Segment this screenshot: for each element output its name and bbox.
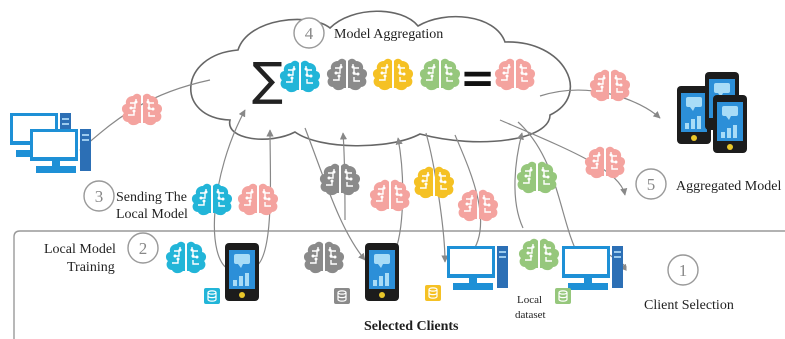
brain-icon bbox=[589, 69, 631, 102]
step-1-label: Client Selection bbox=[644, 298, 734, 313]
brain-icon bbox=[319, 163, 361, 196]
step-4-number: 4 bbox=[305, 24, 314, 43]
local-dataset-label-line1: Local bbox=[517, 294, 542, 306]
desktop-icon bbox=[30, 129, 91, 173]
step-2-label-line1: Local Model bbox=[44, 242, 116, 257]
brain-icon bbox=[191, 183, 233, 216]
step-5-label: Aggregated Model bbox=[676, 179, 781, 194]
selected-clients-label: Selected Clients bbox=[364, 319, 459, 334]
phone-icon bbox=[365, 243, 399, 301]
step-2-label-line2: Training bbox=[67, 260, 115, 275]
step-5-circle bbox=[635, 168, 667, 200]
sum-symbol: ∑ bbox=[252, 52, 283, 106]
brain-icon bbox=[303, 241, 345, 274]
database-icon bbox=[554, 287, 572, 305]
step-3-label-line2: Local Model bbox=[116, 207, 188, 222]
brain-icon bbox=[369, 179, 411, 212]
step-5-number: 5 bbox=[647, 175, 656, 194]
database-icon bbox=[333, 287, 351, 305]
phone-icon bbox=[713, 95, 747, 153]
database-icon bbox=[203, 287, 221, 305]
brain-icon bbox=[516, 161, 558, 194]
step-3-circle bbox=[83, 180, 115, 212]
step-1-number: 1 bbox=[679, 261, 688, 280]
step-3-label-line1: Sending The bbox=[116, 190, 187, 205]
brain-icon bbox=[584, 146, 626, 179]
step-4-circle bbox=[293, 17, 325, 49]
brain-icon bbox=[121, 93, 163, 126]
desktop-icon bbox=[447, 246, 508, 290]
brain-icon bbox=[237, 183, 279, 216]
step-2-number: 2 bbox=[139, 239, 148, 258]
brain-icon bbox=[457, 189, 499, 222]
equals-symbol: = bbox=[460, 53, 495, 102]
brain-icon bbox=[165, 241, 207, 274]
selected-clients-region bbox=[13, 230, 785, 339]
brain-icon bbox=[518, 238, 560, 271]
phone-icon bbox=[225, 243, 259, 301]
step-4-label: Model Aggregation bbox=[334, 27, 443, 42]
database-icon bbox=[424, 284, 442, 302]
step-3-number: 3 bbox=[95, 187, 104, 206]
step-2-circle bbox=[127, 232, 159, 264]
desktop-icon bbox=[562, 246, 623, 290]
step-1-circle bbox=[667, 254, 699, 286]
local-dataset-label-line2: dataset bbox=[515, 309, 546, 321]
